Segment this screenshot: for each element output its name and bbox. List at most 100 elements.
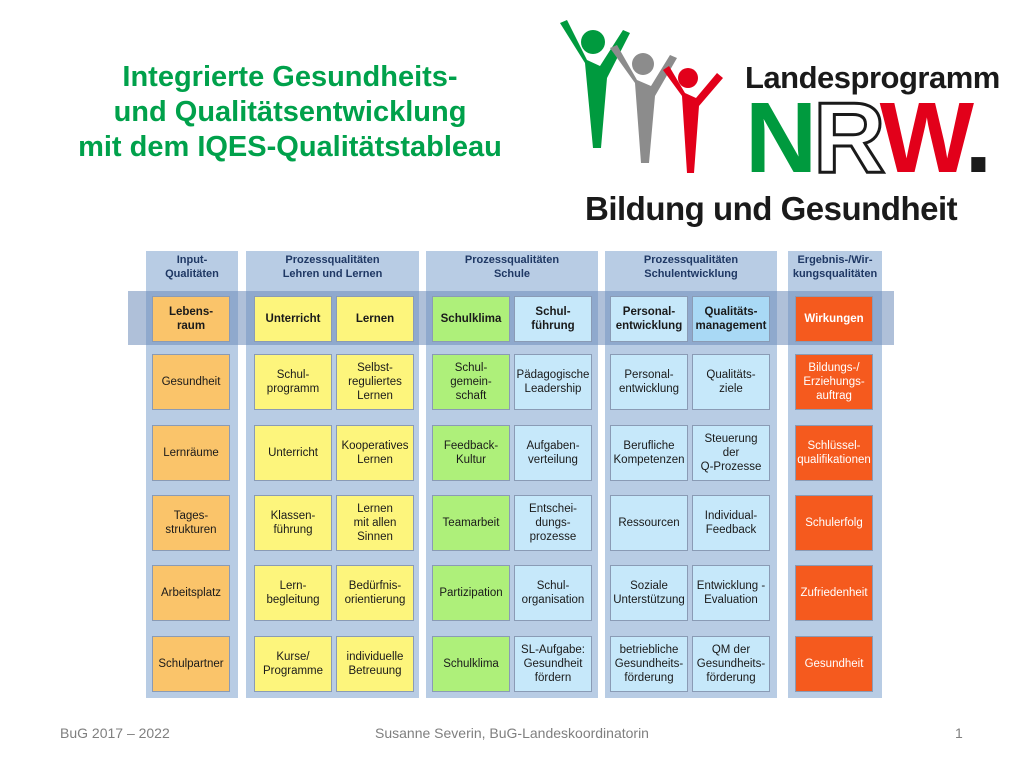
tableau-cell: Ressourcen — [610, 495, 688, 551]
cell-text: Personal-entwicklung — [618, 369, 680, 395]
logo-r: R — [812, 82, 885, 194]
column-header: Input-Qualitäten — [146, 253, 238, 281]
cell-text: Entschei-dungs-prozesse — [529, 503, 577, 543]
tableau-cell: Unterricht — [254, 425, 332, 481]
cell-text: Gesundheit — [161, 376, 221, 388]
tableau-cell: Lernräume — [152, 425, 230, 481]
cell-text: Schul-gemein-schaft — [450, 362, 492, 402]
highlight-cell: Personal-entwicklung — [610, 296, 688, 342]
slide-title: Integrierte Gesundheits- und Qualitätsen… — [20, 60, 560, 165]
cell-text: Lernen — [355, 313, 395, 325]
cell-text: Wirkungen — [804, 313, 864, 325]
logo-w: W — [879, 82, 969, 194]
cell-text: Zufriedenheit — [800, 587, 868, 599]
cell-text: Kurse/Programme — [262, 651, 324, 677]
cell-text: Bedürfnis-orientierung — [344, 580, 406, 606]
cell-text: Individual-Feedback — [704, 510, 758, 536]
highlight-cell: Qualitäts-management — [692, 296, 770, 342]
cell-text: Feedback-Kultur — [443, 440, 499, 466]
tableau-cell: Schul-programm — [254, 354, 332, 410]
cell-text: Qualitäts-management — [695, 306, 767, 332]
cell-text: Tages-strukturen — [165, 510, 217, 536]
tableau-cell: Schulklima — [432, 636, 510, 692]
cell-text: Schulpartner — [158, 658, 224, 670]
landesprogramm-logo: Landesprogramm NRW. Bildung und Gesundhe… — [555, 8, 1005, 233]
tableau-cell: Partizipation — [432, 565, 510, 621]
tableau-cell: Teamarbeit — [432, 495, 510, 551]
footer-left: BuG 2017 – 2022 — [60, 725, 170, 741]
cell-text: Unterricht — [265, 313, 321, 325]
tableau-cell: Entschei-dungs-prozesse — [514, 495, 592, 551]
tableau-cell: Personal-entwicklung — [610, 354, 688, 410]
tableau-cell: Entwicklung -Evaluation — [692, 565, 770, 621]
tableau-cell: Feedback-Kultur — [432, 425, 510, 481]
tableau-cell: Individual-Feedback — [692, 495, 770, 551]
highlight-cell: Lernen — [336, 296, 414, 342]
tableau-cell: Gesundheit — [152, 354, 230, 410]
highlight-band — [128, 291, 894, 345]
cell-text: Schul-führung — [531, 306, 575, 332]
header-line: Ergebnis-/Wir- — [797, 254, 873, 266]
cell-text: Lernräume — [163, 447, 219, 459]
cell-text: Lern-begleitung — [266, 580, 320, 606]
highlight-cell: Lebens-raum — [152, 296, 230, 342]
title-line-3: mit dem IQES-Qualitätstableau — [78, 131, 502, 163]
tableau-cell: Schul-organisation — [514, 565, 592, 621]
logo-landesprogramm-text: Landesprogramm — [745, 60, 1000, 95]
header-line: Prozessqualitäten — [643, 254, 739, 266]
tableau-cell: Tages-strukturen — [152, 495, 230, 551]
page-number: 1 — [955, 725, 963, 741]
header-line: Lehren und Lernen — [282, 268, 383, 280]
cell-text: Unterricht — [268, 447, 318, 459]
cell-text: Klassen-führung — [270, 510, 316, 536]
tableau-cell: Lern-begleitung — [254, 565, 332, 621]
cell-text: Arbeitsplatz — [160, 587, 222, 599]
title-line-2: und Qualitätsentwicklung — [113, 96, 467, 128]
tableau-cell: Schulerfolg — [795, 495, 873, 551]
cell-text: Schul-programm — [266, 369, 320, 395]
tableau-cell: Bildungs-/Erziehungs-auftrag — [795, 354, 873, 410]
tableau-cell: Zufriedenheit — [795, 565, 873, 621]
cell-text: Schulklima — [440, 313, 502, 325]
cell-text: Schulklima — [443, 658, 499, 670]
cell-text: Partizipation — [439, 587, 503, 599]
cell-text: Schlüssel-qualifikationen — [797, 440, 871, 466]
column-header: Ergebnis-/Wir-kungsqualitäten — [788, 253, 882, 281]
cell-text: Gesundheit — [804, 658, 864, 670]
logo-bildung-text: Bildung und Gesundheit — [585, 190, 958, 227]
tableau-cell: Qualitäts-ziele — [692, 354, 770, 410]
tableau-cell: Schul-gemein-schaft — [432, 354, 510, 410]
tableau-cell: Kurse/Programme — [254, 636, 332, 692]
cell-text: Qualitäts-ziele — [706, 369, 756, 395]
header-line: Prozessqualitäten — [464, 254, 560, 266]
tableau-cell: Klassen-führung — [254, 495, 332, 551]
tableau-cell: Bedürfnis-orientierung — [336, 565, 414, 621]
cell-text: Teamarbeit — [442, 517, 500, 529]
header-line: Qualitäten — [165, 268, 219, 280]
people-figures-icon — [560, 20, 723, 173]
highlight-cell: Schulklima — [432, 296, 510, 342]
tableau-cell: Aufgaben-verteilung — [514, 425, 592, 481]
footer-center: Susanne Severin, BuG-Landeskoordinatorin — [375, 725, 649, 741]
header-line: Schulentwicklung — [644, 268, 738, 280]
header-line: Prozessqualitäten — [285, 254, 380, 266]
highlight-cell: Unterricht — [254, 296, 332, 342]
highlight-cell: Schul-führung — [514, 296, 592, 342]
title-line-1: Integrierte Gesundheits- — [122, 61, 458, 93]
